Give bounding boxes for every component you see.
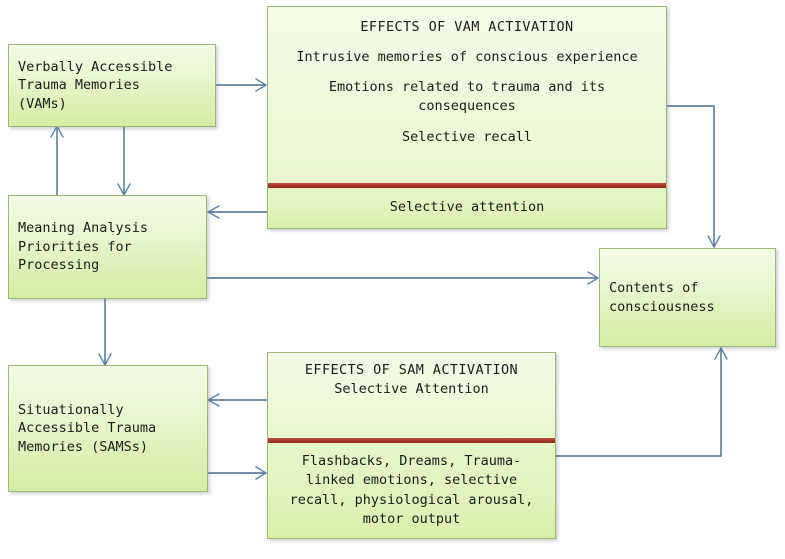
sam-effects-title: EFFECTS OF SAM ACTIVATION [304,362,519,378]
vam-effects-item: Emotions related to trauma and its conse… [328,79,606,115]
edge-sams-to-sam-effects [208,466,268,480]
vam-effects-item: Intrusive memories of conscious experien… [296,49,638,66]
vam-effects-divider [268,183,666,188]
edge-meaning-to-vams [50,124,64,195]
edge-meaning-to-sams [98,299,112,367]
node-line: Contents of [609,279,699,296]
node-meaning-analysis-priorities[interactable]: Meaning Analysis Priorities for Processi… [8,195,207,299]
edge-sam-effects-to-sams [206,393,267,407]
vam-effects-upper: EFFECTS OF VAM ACTIVATION Intrusive memo… [268,7,666,183]
node-line: Verbally Accessible [18,58,173,75]
node-line: Memories (SAMSs) [18,438,149,455]
vam-effects-selective-attention: Selective attention [389,199,545,216]
edge-vam-effects-to-meaning [206,205,267,219]
node-situationally-accessible-trauma-memories[interactable]: Situationally Accessible Trauma Memories… [8,365,208,492]
node-line: Meaning Analysis [18,220,149,237]
node-verbally-accessible-trauma-memories[interactable]: Verbally Accessible Trauma Memories (VAM… [8,44,216,127]
effects-of-vam-activation-box[interactable]: EFFECTS OF VAM ACTIVATION Intrusive memo… [267,6,667,229]
effects-of-sam-activation-box[interactable]: EFFECTS OF SAM ACTIVATION Selective Atte… [267,352,556,539]
node-line: Trauma Memories [18,77,140,94]
edge-vams-to-vam-effects [216,78,268,92]
sam-effects-symptoms: Flashbacks, Dreams, Trauma-linked emotio… [289,453,534,527]
sam-effects-upper: EFFECTS OF SAM ACTIVATION Selective Atte… [268,353,555,438]
vam-effects-item: Selective recall [401,128,533,145]
node-line: Processing [18,257,100,274]
node-line: (VAMs) [18,95,67,112]
edge-meaning-to-contents [207,271,600,285]
edge-vams-to-meaning [117,127,131,197]
sam-effects-lower: Flashbacks, Dreams, Trauma-linked emotio… [268,443,555,538]
node-contents-of-consciousness[interactable]: Contents of consciousness [599,248,776,347]
node-line: consciousness [609,298,715,315]
edge-sam-effects-to-contents [556,346,728,457]
vam-effects-title: EFFECTS OF VAM ACTIVATION [360,19,574,35]
node-line: Priorities for [18,238,132,255]
node-line: Accessible Trauma [18,420,157,437]
vam-effects-lower: Selective attention [268,188,666,228]
sam-effects-divider [268,438,555,443]
edge-vam-effects-to-contents [667,105,721,249]
node-line: Situationally [18,401,124,418]
sam-effects-subtitle: Selective Attention [334,381,489,398]
